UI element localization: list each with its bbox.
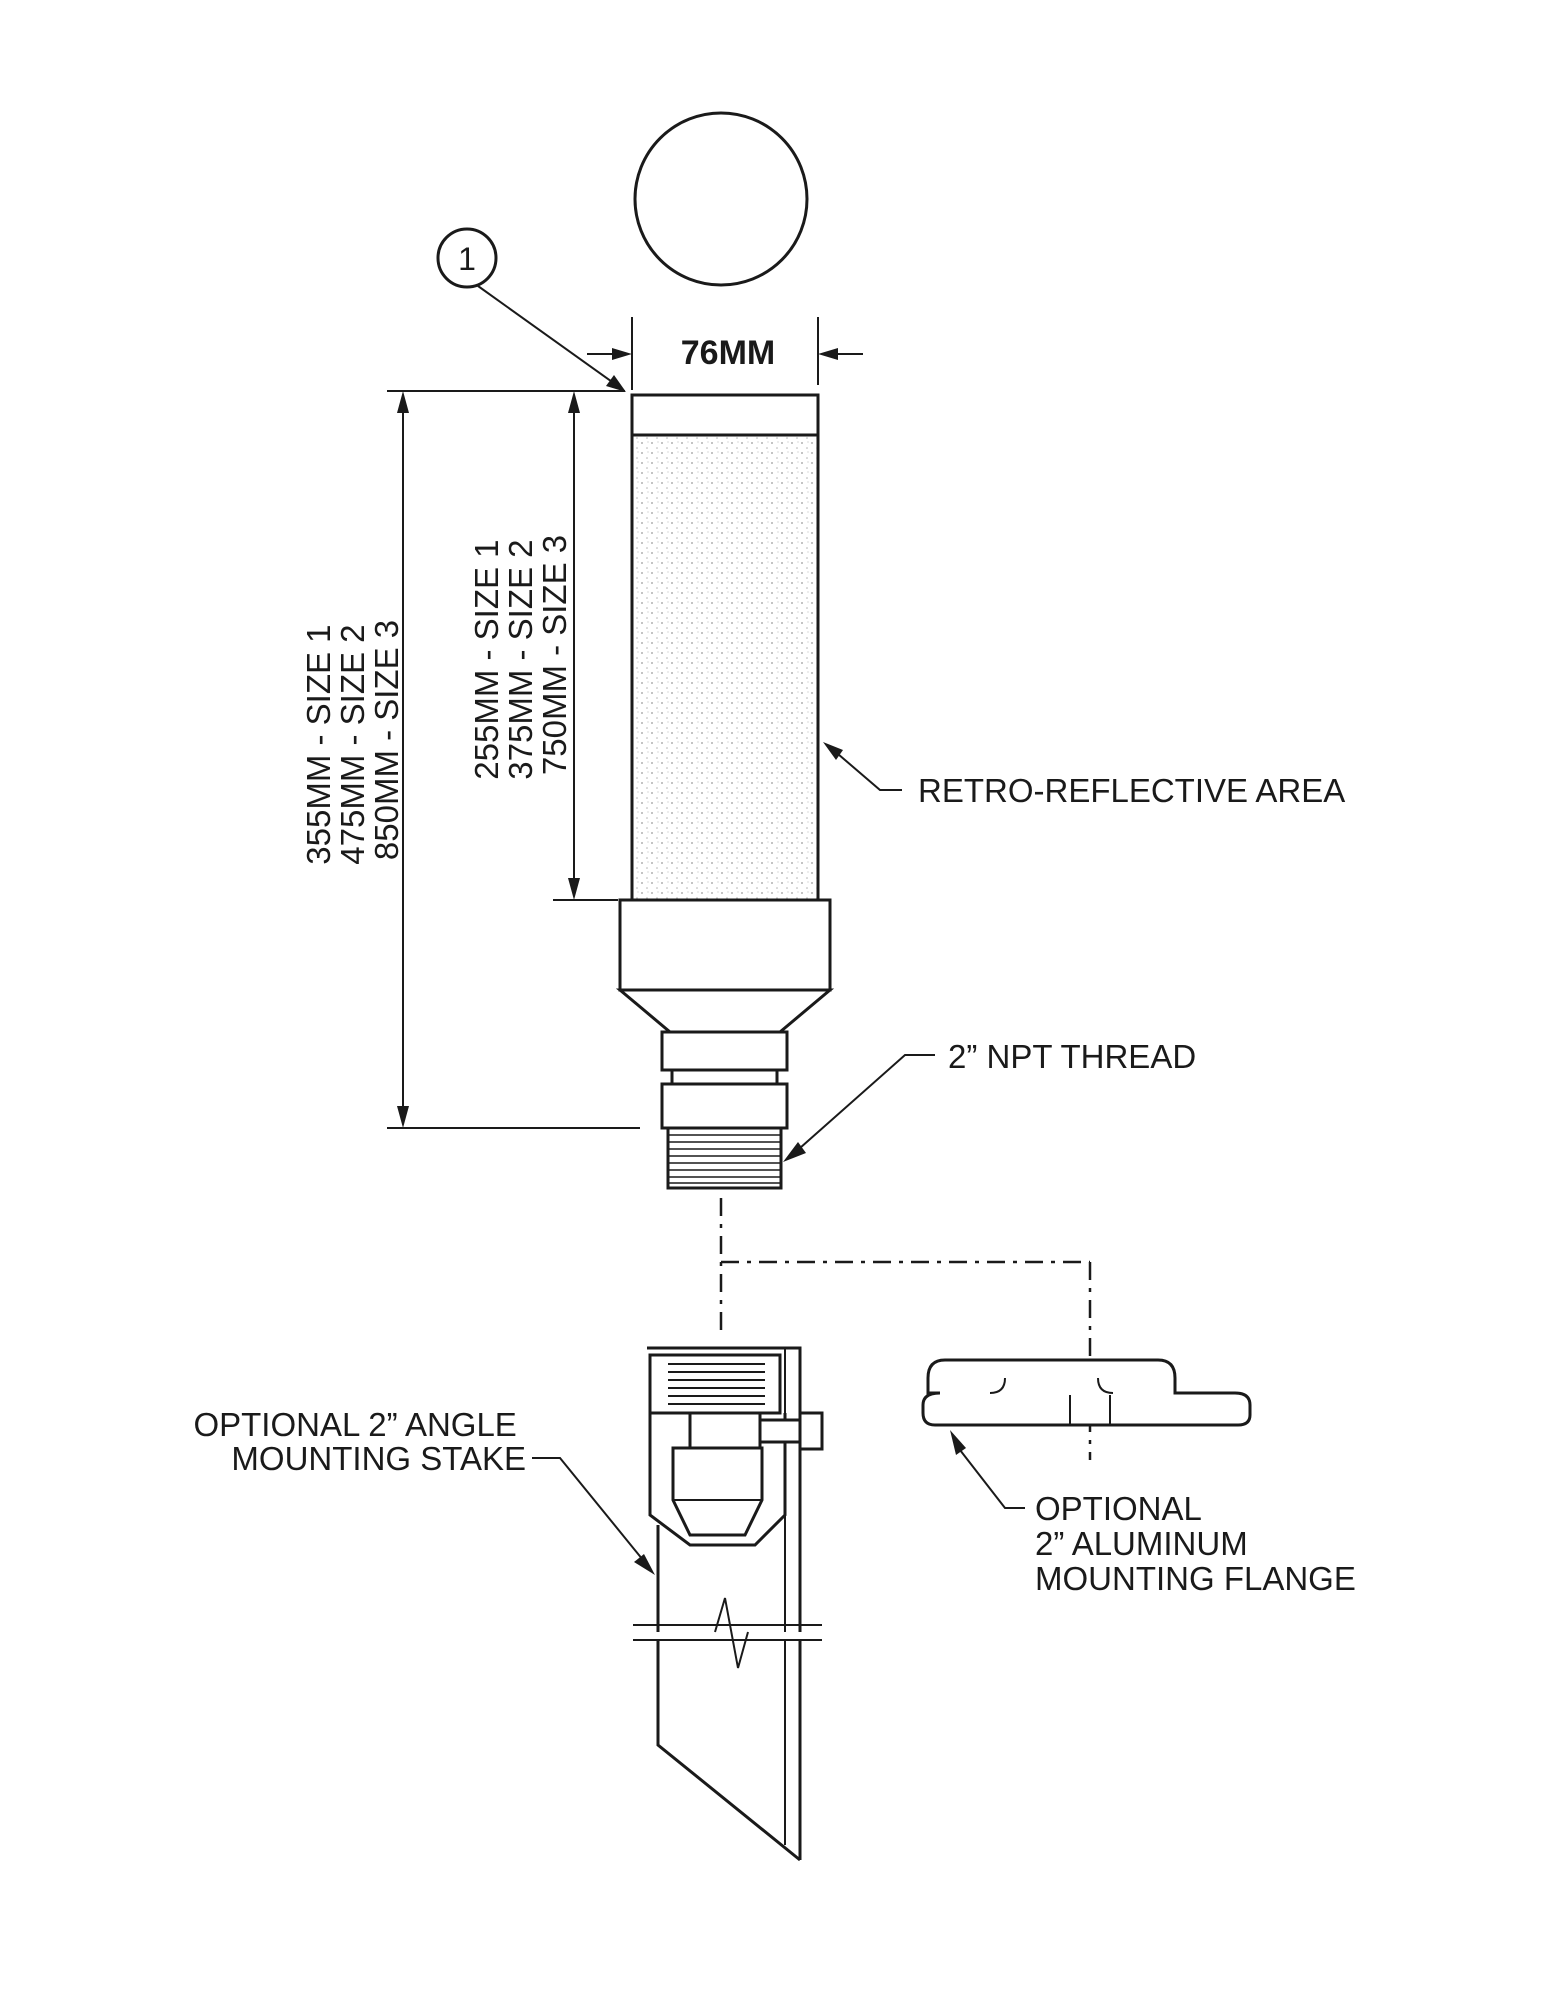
retro-reflective-area bbox=[630, 433, 820, 902]
stake-bracket-body bbox=[648, 1413, 787, 1547]
stake-lower-left bbox=[656, 1640, 801, 1862]
total-height-dimension: 355MM - SIZE 1 475MM - SIZE 2 850MM - SI… bbox=[300, 390, 640, 1129]
width-label: 76MM bbox=[681, 334, 775, 372]
stake-leader-line bbox=[532, 1457, 644, 1561]
stake-leader-arrowhead bbox=[634, 1554, 655, 1575]
total-height-size-2: 475MM - SIZE 2 bbox=[334, 624, 371, 864]
marker-neck-upper bbox=[660, 1030, 789, 1072]
flange-outline bbox=[921, 1358, 1252, 1427]
reflective-height-size-2: 375MM - SIZE 2 bbox=[502, 539, 539, 779]
flange-leader-line bbox=[959, 1449, 1025, 1509]
callout-leader bbox=[477, 285, 616, 385]
stake-knurl-lines bbox=[668, 1363, 765, 1405]
marker-base-collar bbox=[618, 898, 832, 992]
stake-label: OPTIONAL 2” ANGLE MOUNTING STAKE bbox=[193, 1406, 526, 1477]
stake-upper-outline bbox=[647, 1346, 802, 1632]
reflective-height-label: 255MM - SIZE 1 375MM - SIZE 2 750MM - SI… bbox=[468, 530, 573, 779]
thread-leader: 2” NPT THREAD bbox=[783, 1038, 1196, 1162]
total-height-size-3: 850MM - SIZE 3 bbox=[368, 620, 405, 860]
reflective-label: RETRO-REFLECTIVE AREA bbox=[918, 772, 1345, 809]
thread-lines bbox=[668, 1134, 781, 1184]
flange-label-line-2: 2” ALUMINUM bbox=[1035, 1525, 1248, 1562]
reflective-height-dimension: 255MM - SIZE 1 375MM - SIZE 2 750MM - SI… bbox=[468, 391, 618, 901]
top-view-circle bbox=[633, 111, 809, 287]
flange-leader: OPTIONAL 2” ALUMINUM MOUNTING FLANGE bbox=[950, 1430, 1356, 1597]
flange-leader-arrowhead bbox=[950, 1430, 966, 1455]
total-height-arrowhead-bottom bbox=[397, 1106, 409, 1128]
stake-bolt-nut bbox=[798, 1411, 824, 1451]
reflective-height-size-3: 750MM - SIZE 3 bbox=[536, 535, 573, 775]
width-arrowhead-right bbox=[818, 348, 838, 360]
center-lines bbox=[719, 1198, 1092, 1460]
marker-neck-band bbox=[670, 1068, 779, 1086]
total-height-label: 355MM - SIZE 1 475MM - SIZE 2 850MM - SI… bbox=[300, 615, 405, 864]
flange-label: OPTIONAL 2” ALUMINUM MOUNTING FLANGE bbox=[1035, 1490, 1356, 1597]
marker-taper bbox=[615, 988, 835, 1034]
flange-hub-fillet bbox=[989, 1377, 1114, 1394]
callout-leader-arrowhead bbox=[606, 375, 626, 392]
reflective-height-size-1: 255MM - SIZE 1 bbox=[468, 539, 505, 779]
stake-label-line-2: MOUNTING STAKE bbox=[231, 1440, 526, 1477]
thread-leader-line bbox=[799, 1054, 935, 1149]
mounting-stake bbox=[633, 1346, 824, 1862]
reflective-leader-arrowhead bbox=[823, 742, 843, 760]
stake-leader: OPTIONAL 2” ANGLE MOUNTING STAKE bbox=[193, 1406, 655, 1575]
reflective-leader: RETRO-REFLECTIVE AREA bbox=[823, 742, 1345, 809]
total-height-size-1: 355MM - SIZE 1 bbox=[300, 624, 337, 864]
stake-label-line-1: OPTIONAL 2” ANGLE bbox=[193, 1406, 516, 1443]
mounting-flange bbox=[921, 1358, 1252, 1427]
npt-thread bbox=[666, 1126, 783, 1190]
total-height-arrowhead-top bbox=[397, 391, 409, 413]
marker-body bbox=[615, 393, 835, 1190]
callout-circle bbox=[436, 227, 498, 289]
stake-break-zigzag bbox=[714, 1597, 749, 1669]
marker-neck-lower bbox=[660, 1082, 789, 1130]
flange-label-line-1: OPTIONAL bbox=[1035, 1490, 1202, 1527]
width-dimension: 76MM bbox=[587, 317, 863, 390]
flange-label-line-3: MOUNTING FLANGE bbox=[1035, 1560, 1356, 1597]
callout-balloon: 1 bbox=[436, 227, 626, 392]
marker-top-cap bbox=[630, 393, 820, 437]
reflective-arrowhead-bottom bbox=[568, 878, 580, 900]
stake-clamp-nut bbox=[671, 1446, 764, 1537]
width-arrowhead-left bbox=[612, 348, 632, 360]
stake-clamp-neck bbox=[688, 1411, 762, 1450]
reflective-arrowhead-top bbox=[568, 391, 580, 413]
thread-label: 2” NPT THREAD bbox=[948, 1038, 1196, 1075]
reflective-leader-line bbox=[837, 753, 902, 791]
callout-number: 1 bbox=[458, 241, 476, 277]
